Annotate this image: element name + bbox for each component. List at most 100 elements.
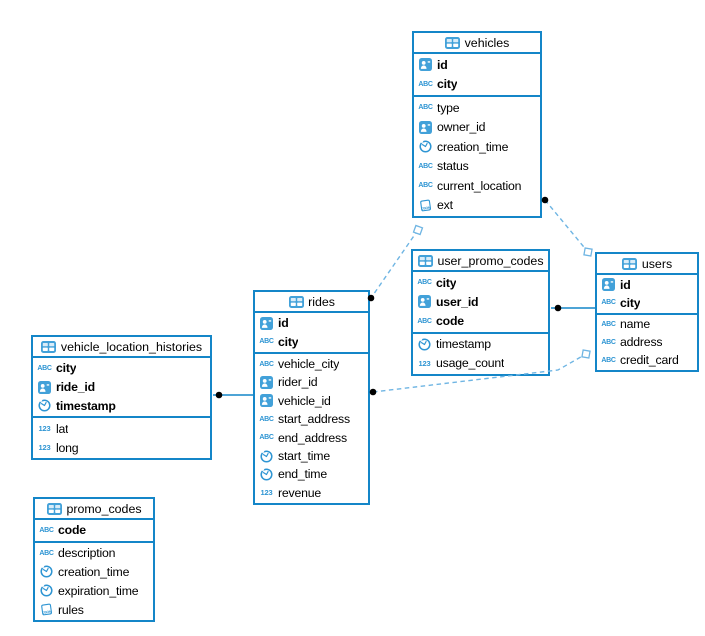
id-badge-icon — [417, 295, 432, 309]
field-row-owner_id: owner_id — [414, 118, 540, 138]
abc-text-type-icon: ABC — [418, 182, 433, 190]
field-name: timestamp — [56, 398, 116, 413]
table-title: promo_codes — [66, 501, 142, 516]
field-name: ext — [437, 198, 453, 213]
field-name: lat — [56, 421, 69, 436]
svg-text:JSON: JSON — [422, 205, 432, 210]
field-name: end_address — [278, 430, 347, 445]
table-title: users — [641, 256, 673, 271]
abc-text-type-icon: ABC — [601, 356, 616, 364]
field-row-creation_time: creation_time — [35, 563, 153, 582]
abc-text-type-icon: ABC — [39, 549, 54, 557]
field-name: description — [58, 546, 116, 561]
relationship-dot-marker — [369, 388, 377, 396]
field-row-code: ABC code — [35, 521, 153, 540]
clock-icon — [37, 399, 52, 413]
field-row-city: ABC city — [597, 294, 697, 312]
field-row-ext: JSON ext — [414, 196, 540, 216]
relationship-square-marker — [581, 349, 591, 359]
table-icon — [46, 502, 62, 515]
json-icon: JSON — [418, 199, 433, 212]
table-icon — [622, 257, 638, 270]
field-row-timestamp: timestamp — [33, 397, 210, 416]
json-icon: JSON — [39, 603, 54, 616]
field-name: ride_id — [56, 380, 95, 395]
field-name: city — [620, 295, 641, 310]
field-row-id: id — [597, 276, 697, 294]
abc-text-type-icon: ABC — [601, 338, 616, 346]
fields-section: ABC description creation_time expiration_ti… — [35, 543, 153, 620]
field-row-usage_count: 123 usage_count — [413, 354, 548, 373]
123-number-type-icon: 123 — [260, 488, 273, 498]
field-name: creation_time — [58, 564, 130, 579]
abc-text-type-icon: ABC — [259, 338, 274, 346]
table-header-user_promo_codes[interactable]: user_promo_codes — [413, 251, 548, 272]
table-title: vehicle_location_histories — [60, 339, 203, 354]
abc-text-type-icon: ABC — [39, 526, 54, 534]
field-name: rules — [58, 602, 84, 617]
table-header-vehicles[interactable]: vehicles — [414, 33, 540, 54]
field-row-vehicle_id: vehicle_id — [255, 392, 368, 410]
field-row-timestamp: timestamp — [413, 335, 548, 354]
field-row-rules: JSON rules — [35, 600, 153, 619]
table-title: rides — [308, 294, 335, 309]
field-row-id: id — [255, 314, 368, 332]
abc-text-type-icon: ABC — [417, 279, 432, 287]
field-row-ride_id: ride_id — [33, 378, 210, 397]
field-name: city — [436, 275, 457, 290]
field-name: type — [437, 100, 460, 115]
clock-icon — [259, 468, 274, 481]
field-name: end_time — [278, 467, 327, 482]
relationship-dot-marker — [215, 391, 223, 399]
field-name: current_location — [437, 178, 522, 193]
clock-icon — [259, 449, 274, 463]
table-title: user_promo_codes — [437, 253, 544, 268]
field-name: credit_card — [620, 353, 679, 368]
id-badge-icon — [259, 375, 274, 389]
field-row-id: id — [414, 55, 540, 75]
123-number-type-icon: 123 — [38, 443, 51, 453]
field-name: id — [620, 277, 631, 292]
table-icon — [417, 254, 433, 267]
table-header-rides[interactable]: rides — [255, 292, 368, 313]
abc-text-type-icon: ABC — [418, 104, 433, 112]
abc-text-type-icon: ABC — [601, 299, 616, 307]
relationship-square-marker — [583, 247, 593, 257]
field-name: expiration_time — [58, 583, 139, 598]
field-name: code — [58, 523, 86, 538]
connection-user_promo_codes-users — [551, 304, 595, 312]
abc-text-type-icon: ABC — [418, 80, 433, 88]
id-badge-icon — [37, 380, 52, 394]
field-name: vehicle_id — [278, 393, 331, 408]
clock-icon — [418, 140, 433, 153]
123-number-type-icon: 123 — [38, 424, 51, 434]
relationship-dot-marker — [541, 196, 549, 204]
field-name: owner_id — [437, 120, 486, 135]
primary-key-section: ABC code — [35, 520, 153, 543]
field-name: usage_count — [436, 356, 505, 371]
id-badge-icon — [259, 316, 274, 330]
relationship-square-marker — [412, 224, 424, 236]
123-number-type-icon: 123 — [418, 358, 431, 368]
field-row-type: ABC type — [414, 98, 540, 118]
table-header-vehicle_location_histories[interactable]: vehicle_location_histories — [33, 337, 210, 358]
table-header-users[interactable]: users — [597, 254, 697, 275]
field-row-city: ABC city — [413, 273, 548, 292]
table-header-promo_codes[interactable]: promo_codes — [35, 499, 153, 520]
field-name: timestamp — [436, 337, 491, 352]
